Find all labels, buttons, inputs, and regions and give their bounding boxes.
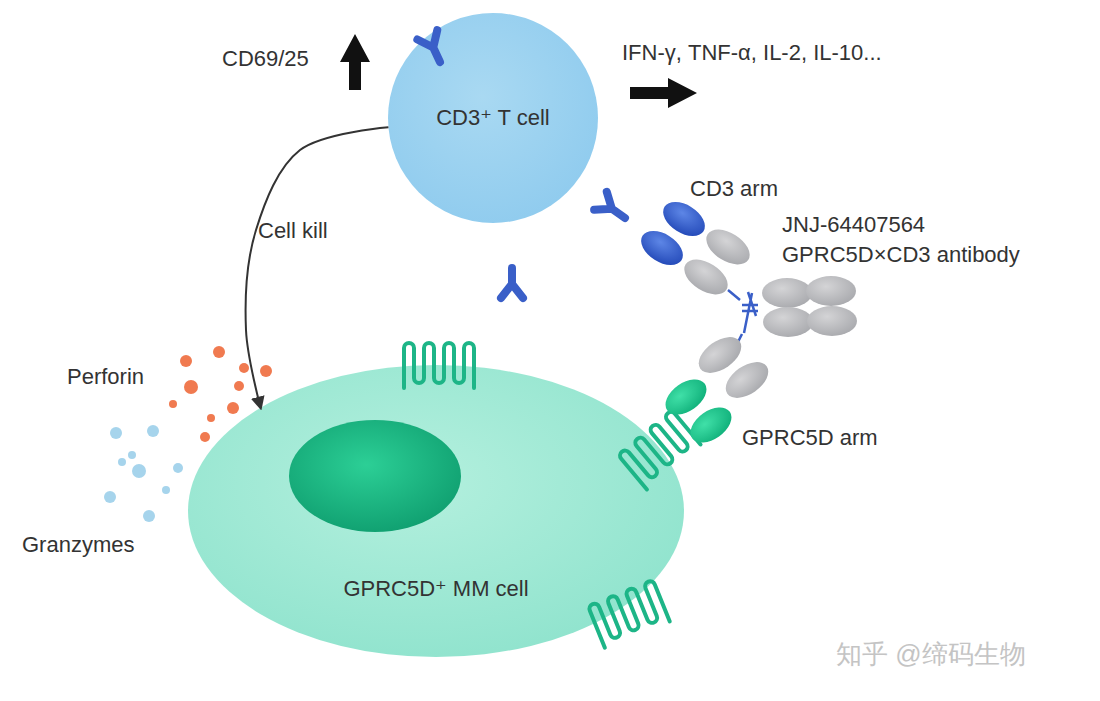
watermark: 知乎 @缔码生物 [836,637,1026,672]
fc-domain [807,306,857,336]
granzyme-dot [143,510,155,522]
bispecific-antibody [635,195,857,450]
cd3-arm-domain [657,195,711,243]
marker-label: CD69/25 [222,44,309,74]
t-cell-body [388,13,598,223]
part-label: CD3 arm [690,174,778,204]
gprc5d-arm-domain [684,400,738,449]
part-label: GPRC5D arm [742,423,878,453]
fc-domain [762,278,812,308]
gprc5d-receptor [618,410,701,489]
perforin-dots [169,346,272,442]
cd3-receptor [501,268,523,298]
perforin-dot [207,414,215,422]
granzyme-dot [118,458,126,466]
granzyme-dot [173,463,183,473]
granzyme-dot [128,451,136,459]
perforin-dot [260,365,272,377]
perforin-dot [200,432,210,442]
perforin-dot [184,380,198,394]
constant-domain [678,252,734,301]
fc-domain [763,307,813,337]
hinge [728,290,742,346]
fc-domain [806,276,856,306]
molecule-label: Perforin [67,362,144,392]
cell-label: GPRC5D⁺ MM cell [188,575,684,604]
constant-domain [700,222,756,271]
cd3-receptor [594,192,631,227]
mm-cell: GPRC5D⁺ MM cell [188,365,684,657]
perforin-dot [239,363,249,373]
secretion-arrow [630,78,697,108]
cd3-receptor [417,30,450,66]
cell-label: CD3⁺ T cell [388,104,598,133]
granzyme-dot [104,491,116,503]
constant-domain [692,330,747,380]
gprc5d-arm-domain [659,372,713,421]
granzyme-dots [104,425,183,522]
nucleus [289,420,461,532]
cd3-arm-domain [635,224,689,272]
granzyme-dot [132,464,146,478]
edge-label: Cell kill [258,216,328,246]
perforin-dot [169,400,177,408]
upregulation-arrow [340,34,370,90]
hinge [742,292,758,333]
molecule-label: Granzymes [22,530,134,560]
granzyme-dot [110,427,122,439]
mm-cell-body [188,365,684,657]
gprc5d-receptor [404,343,474,388]
granzyme-dot [162,486,170,494]
gprc5d-receptor [588,580,670,648]
mm-cell-outline [188,365,684,657]
constant-domain [719,355,774,405]
perforin-dot [227,402,239,414]
t-cell: CD3⁺ T cell [388,13,598,223]
perforin-dot [180,355,192,367]
cytokine-label: IFN-γ, TNF-α, IL-2, IL-10... [622,38,882,68]
perforin-dot [234,381,244,391]
cell-kill-arrow [246,127,389,408]
perforin-dot [213,346,225,358]
antibody-label: JNJ-64407564 GPRC5D×CD3 antibody [782,210,1047,270]
granzyme-dot [147,425,159,437]
